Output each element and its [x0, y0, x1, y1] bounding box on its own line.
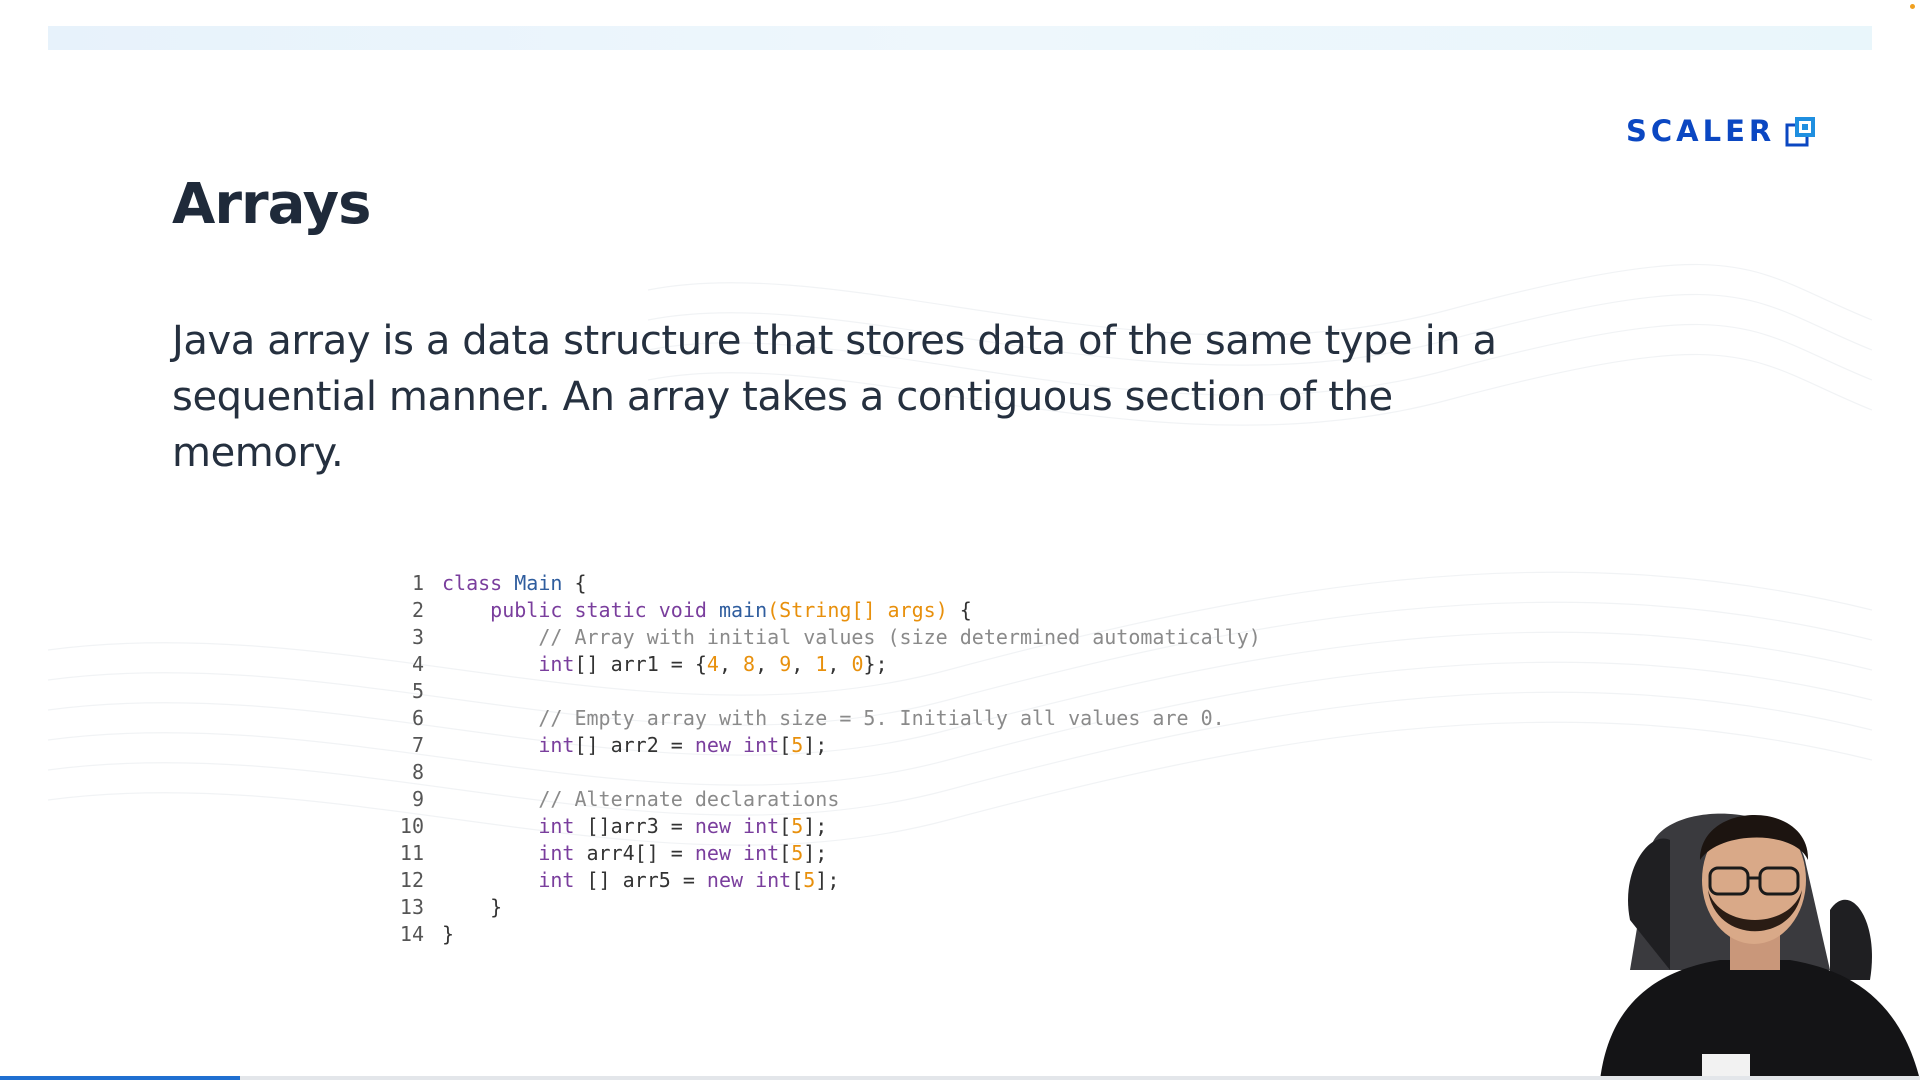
- code-token: ,: [791, 652, 816, 676]
- code-token: 0: [851, 652, 864, 676]
- code-token: [] arr2 =: [574, 733, 695, 757]
- code-token: [: [779, 814, 792, 838]
- code-token: ];: [803, 814, 828, 838]
- video-progress-fill: [0, 1076, 240, 1080]
- slide-title: Arrays: [172, 172, 371, 237]
- code-token: };: [863, 652, 888, 676]
- line-number: 14: [399, 922, 424, 946]
- code-token: Main: [514, 571, 563, 595]
- code-token: ,: [827, 652, 852, 676]
- line-number: 12: [399, 868, 424, 892]
- line-number: 5: [411, 679, 424, 703]
- code-line: 12 int [] arr5 = new int[5];: [388, 867, 1261, 894]
- code-token: 8: [743, 652, 756, 676]
- code-token: [] arr1 = {: [574, 652, 707, 676]
- code-token: int: [538, 733, 575, 757]
- code-token: int: [538, 652, 575, 676]
- code-token: }: [442, 922, 455, 946]
- code-token: new int: [694, 814, 780, 838]
- code-line: 6 // Empty array with size = 5. Initiall…: [388, 705, 1261, 732]
- line-number: 7: [411, 733, 424, 757]
- video-progress-bar[interactable]: [0, 1076, 1920, 1080]
- code-token: [: [779, 841, 792, 865]
- code-token: main: [718, 598, 768, 622]
- code-token: ,: [718, 652, 744, 676]
- line-number: 9: [411, 787, 424, 811]
- code-token: []arr3 =: [574, 814, 695, 838]
- code-token: new int: [706, 868, 792, 892]
- line-number: 10: [399, 814, 424, 838]
- code-line: 8: [388, 759, 1261, 786]
- code-token: [442, 840, 538, 867]
- line-number: 11: [399, 841, 424, 865]
- code-token: [442, 624, 538, 651]
- code-line: 3 // Array with initial values (size det…: [388, 624, 1261, 651]
- line-number: 1: [411, 571, 424, 595]
- code-token: ,: [755, 652, 780, 676]
- code-token: new int: [694, 733, 780, 757]
- code-token: 5: [791, 814, 804, 838]
- logo-text: SCALER: [1626, 114, 1776, 148]
- code-token: public static void: [490, 598, 719, 622]
- top-banner: [48, 26, 1872, 50]
- code-token: [442, 651, 538, 678]
- code-line: 11 int arr4[] = new int[5];: [388, 840, 1261, 867]
- code-token: [: [779, 733, 792, 757]
- code-token: // Alternate declarations: [538, 787, 840, 811]
- code-token: 5: [791, 733, 804, 757]
- code-line: 10 int []arr3 = new int[5];: [388, 813, 1261, 840]
- presenter-video: [1600, 813, 1920, 1080]
- code-token: new int: [694, 841, 780, 865]
- code-token: int: [538, 868, 575, 892]
- code-token: 5: [803, 868, 816, 892]
- code-token: {: [562, 571, 587, 595]
- code-token: 9: [779, 652, 792, 676]
- code-token: [442, 705, 538, 732]
- code-token: [] arr5 =: [574, 868, 707, 892]
- code-token: [442, 867, 538, 894]
- code-token: 1: [815, 652, 828, 676]
- code-line: 14}: [388, 921, 1261, 948]
- code-line: 13 }: [388, 894, 1261, 921]
- code-token: // Array with initial values (size deter…: [538, 625, 1261, 649]
- code-line: 9 // Alternate declarations: [388, 786, 1261, 813]
- code-token: [442, 786, 538, 813]
- code-token: ];: [803, 733, 828, 757]
- code-token: 4: [706, 652, 719, 676]
- code-token: [442, 597, 490, 624]
- code-token: int: [538, 841, 575, 865]
- code-token: [: [791, 868, 804, 892]
- code-line: 7 int[] arr2 = new int[5];: [388, 732, 1261, 759]
- code-token: 5: [791, 841, 804, 865]
- code-line: 4 int[] arr1 = {4, 8, 9, 1, 0};: [388, 651, 1261, 678]
- code-line: 5: [388, 678, 1261, 705]
- line-number: 13: [399, 895, 424, 919]
- code-token: // Empty array with size = 5. Initially …: [538, 706, 1225, 730]
- code-token: ];: [815, 868, 840, 892]
- code-token: [442, 813, 538, 840]
- line-number: 8: [411, 760, 424, 784]
- line-number: 3: [411, 625, 424, 649]
- code-token: arr4[] =: [574, 841, 695, 865]
- background-wave-pattern: [48, 264, 1872, 846]
- line-number: 6: [411, 706, 424, 730]
- code-token: [442, 732, 538, 759]
- code-token: class: [442, 571, 515, 595]
- scaler-logo: SCALER: [1626, 114, 1817, 148]
- code-token: (String[] args): [767, 598, 948, 622]
- code-token: }: [442, 895, 503, 919]
- code-token: int: [538, 814, 575, 838]
- code-block: 1 class Main {2 public static void main(S…: [388, 570, 1261, 948]
- line-number: 2: [411, 598, 424, 622]
- code-line: 1 class Main {: [388, 570, 1261, 597]
- recording-indicator: [1910, 4, 1915, 9]
- code-token: {: [947, 598, 972, 622]
- scaler-cube-icon: [1785, 117, 1816, 147]
- line-number: 4: [411, 652, 424, 676]
- code-line: 2 public static void main(String[] args)…: [388, 597, 1261, 624]
- code-token: ];: [803, 841, 828, 865]
- slide-description: Java array is a data structure that stor…: [172, 318, 1497, 476]
